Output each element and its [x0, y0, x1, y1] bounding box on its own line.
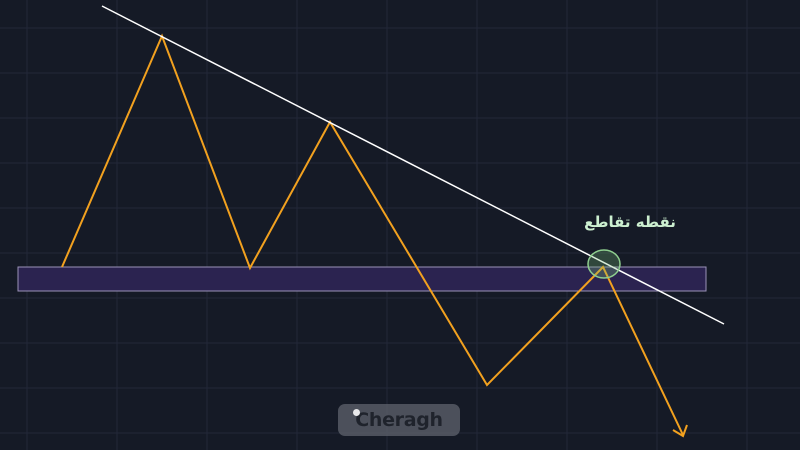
arrow-head-icon — [672, 424, 688, 438]
watermark-logo: Cheragh — [338, 404, 460, 436]
watermark-dot-icon — [353, 409, 360, 416]
trendline — [101, 5, 725, 325]
intersection-marker — [587, 249, 621, 279]
intersection-label: نقطه تقاطع — [584, 213, 676, 231]
price-path — [61, 33, 684, 436]
watermark-text: Cheragh — [355, 409, 443, 431]
